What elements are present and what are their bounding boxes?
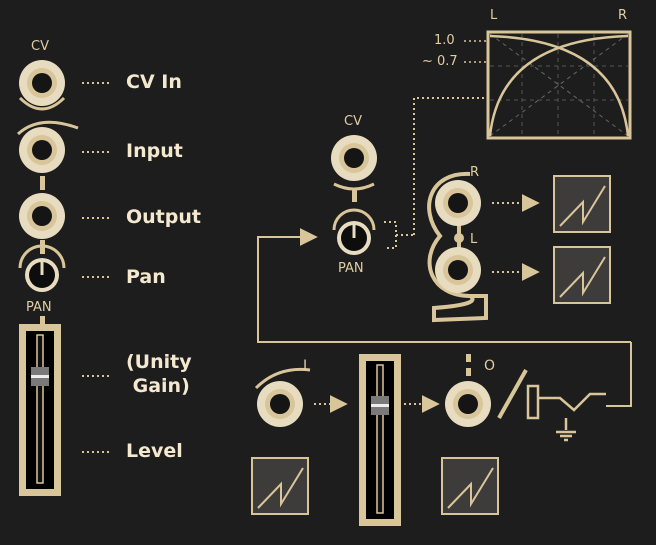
legend-label-unity-gain: (Unity Gain) [126, 351, 192, 397]
level-fader-icon [359, 354, 401, 526]
pan-control-links [384, 97, 488, 249]
legend [16, 60, 112, 496]
output-socket-ground-icon [526, 384, 606, 442]
cv-jack-icon [331, 135, 377, 202]
pan-label: PAN [338, 261, 364, 276]
legend-label-input: Input [126, 140, 183, 162]
pan-law-left-label: L [490, 8, 498, 23]
routing-loop [257, 228, 632, 407]
pan-law-y-label-unity: 1.0 [434, 33, 455, 48]
output-switch-slash [497, 369, 528, 419]
legend-pan-knob-label: PAN [26, 300, 52, 315]
legend-label-cv-in: CV In [126, 71, 182, 93]
cv-label: CV [344, 114, 362, 129]
legend-input-jack-icon [16, 120, 79, 173]
pan-law-right-label: R [618, 8, 628, 23]
stereo-output-bracket [427, 171, 488, 323]
left-jack-label: L [470, 232, 478, 247]
legend-level-fader-icon [19, 316, 61, 496]
right-output-scope-icon [553, 175, 611, 233]
right-output-jack-icon [435, 180, 481, 226]
legend-cv-jack-label: CV [31, 39, 49, 54]
input-scope-icon [251, 457, 309, 515]
output-label: O [484, 358, 496, 374]
pan-law-y-label-07: ~ 0.7 [422, 54, 458, 69]
legend-label-pan: Pan [126, 266, 166, 288]
right-jack-label: R [470, 165, 480, 180]
legend-label-output: Output [126, 206, 201, 228]
legend-normal-link [40, 176, 45, 190]
input-jack-icon [254, 367, 311, 427]
left-output-jack-icon [435, 247, 481, 293]
legend-label-level: Level [126, 440, 183, 462]
legend-cv-jack-icon [18, 60, 66, 111]
output-arrows [492, 194, 540, 281]
legend-output-jack-icon [19, 193, 65, 239]
pan-law-graph [464, 30, 632, 140]
left-output-scope-icon [553, 246, 611, 304]
input-label: I [303, 358, 308, 374]
legend-leaders [82, 82, 112, 453]
legend-pan-knob-icon [18, 244, 66, 292]
pan-knob-icon [332, 208, 376, 255]
output-jack-icon [445, 354, 491, 427]
output-scope-icon [441, 457, 499, 515]
